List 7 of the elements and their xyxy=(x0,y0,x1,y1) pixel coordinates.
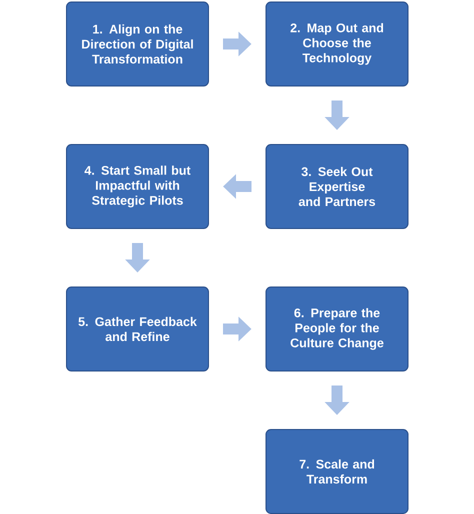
process-box: 4. Start Small but Impactful with Strategic Pilots xyxy=(66,144,209,229)
process-box: 5. Gather Feedback and Refine xyxy=(66,286,209,372)
process-box: 6. Prepare the People for the Culture Change xyxy=(266,286,408,372)
process-box: 3. Seek Out Expertise and Partners xyxy=(266,144,408,229)
process-box: 7. Scale and Transform xyxy=(266,429,408,514)
process-box: 1. Align on the Direction of Digital Transformation xyxy=(66,2,209,86)
process-box: 2. Map Out and Choose the Technology xyxy=(266,2,408,86)
